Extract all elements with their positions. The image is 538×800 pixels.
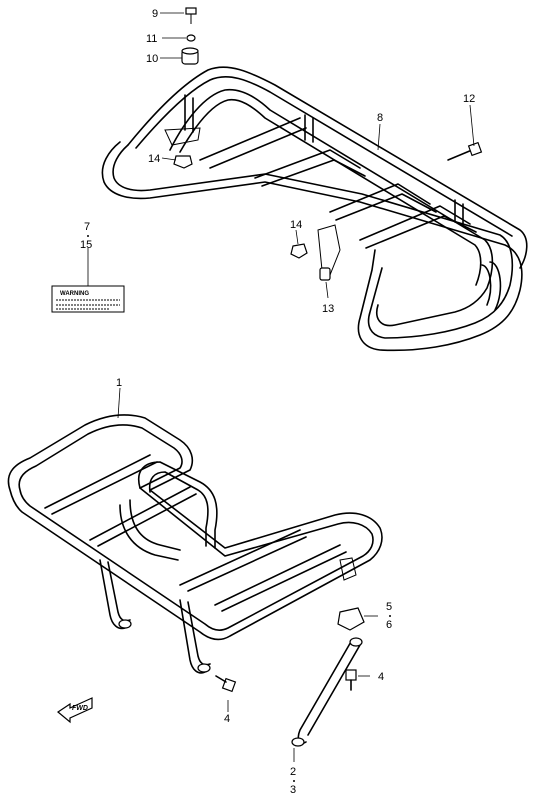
cushion-5-6 bbox=[337, 607, 365, 631]
callout-14: 14 bbox=[290, 219, 302, 231]
bolt-4-right bbox=[345, 669, 357, 691]
forward-direction-arrow: FWD bbox=[56, 697, 93, 724]
leader-lines bbox=[87, 12, 475, 762]
warning-label-title: WARNING bbox=[60, 291, 89, 297]
callout-13: 13 bbox=[322, 303, 334, 315]
callout-4: 4 bbox=[378, 671, 384, 683]
callout-2: 2 bbox=[290, 766, 296, 778]
bolt-9 bbox=[185, 7, 197, 24]
callout-7: 7 bbox=[84, 221, 90, 233]
callout-6: 6 bbox=[386, 619, 392, 631]
callout-3: 3 bbox=[290, 784, 296, 796]
callout-12: 12 bbox=[463, 93, 475, 105]
nut-14-top bbox=[173, 155, 193, 169]
fwd-text: FWD bbox=[72, 705, 88, 712]
callout-10: 10 bbox=[146, 53, 158, 65]
callout-9: 9 bbox=[152, 8, 158, 20]
callout-11: 11 bbox=[146, 33, 157, 45]
callout-4: 4 bbox=[224, 713, 230, 725]
front-carrier-1 bbox=[7, 414, 383, 674]
callout-separators bbox=[87, 235, 391, 782]
callout-1: 1 bbox=[116, 377, 122, 389]
washer-11 bbox=[186, 34, 196, 42]
rear-carrier-8 bbox=[101, 66, 528, 352]
spacer-13 bbox=[319, 267, 331, 281]
brace-2-3 bbox=[291, 637, 363, 747]
callout-8: 8 bbox=[377, 112, 383, 124]
warning-label: WARNING bbox=[51, 285, 125, 313]
bolt-4-left bbox=[215, 675, 237, 693]
nut-14-mid bbox=[290, 243, 308, 259]
cushion-10 bbox=[181, 47, 199, 65]
callout-15: 15 bbox=[80, 239, 92, 251]
callout-5: 5 bbox=[386, 601, 392, 613]
callout-14: 14 bbox=[148, 153, 160, 165]
callout-numbers: 9 11 10 14 12 8 7 15 14 13 1 5 6 4 4 2 3 bbox=[80, 8, 475, 796]
bolt-12 bbox=[447, 141, 483, 161]
